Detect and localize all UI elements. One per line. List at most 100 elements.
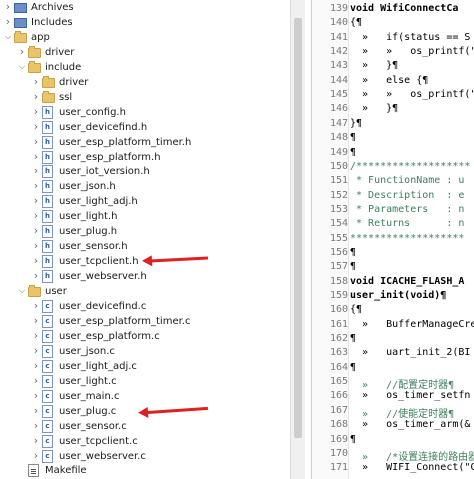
code-line[interactable]: » //使能定时器¶ <box>350 408 455 420</box>
code-line[interactable]: ¶ <box>350 132 357 144</box>
code-line[interactable]: » /*设置连接的路由器*/ <box>362 451 474 463</box>
tree-item[interactable]: ⌵user <box>0 283 290 300</box>
code-line[interactable]: » //配置定时器¶ <box>350 380 455 392</box>
code-line[interactable]: » if(status == S <box>350 31 471 43</box>
code-line[interactable]: ¶ <box>350 361 357 373</box>
code-line[interactable]: » uart_init_2(BI <box>350 347 471 359</box>
tree-item[interactable]: ⌵include <box>0 59 290 76</box>
chevron-right-icon[interactable]: › <box>33 164 39 178</box>
chevron-right-icon[interactable]: › <box>33 254 39 268</box>
code-line[interactable]: * Description : e <box>350 189 465 201</box>
chevron-down-icon[interactable]: ⌵ <box>18 286 26 296</box>
chevron-right-icon[interactable]: › <box>33 343 39 357</box>
chevron-right-icon[interactable]: › <box>33 388 39 402</box>
code-line[interactable]: }¶ <box>350 117 363 129</box>
chevron-right-icon[interactable]: › <box>33 224 39 238</box>
code-line[interactable]: /******************* <box>350 160 471 172</box>
chevron-right-icon[interactable]: › <box>33 134 39 148</box>
chevron-right-icon[interactable]: › <box>33 373 39 387</box>
tree-item[interactable]: ›Archives <box>0 0 290 16</box>
code-line[interactable]: * Parameters : n <box>350 203 465 215</box>
chevron-right-icon[interactable]: › <box>5 0 11 13</box>
chevron-right-icon[interactable]: › <box>19 44 25 58</box>
code-line[interactable]: * FunctionName : u <box>350 175 465 187</box>
chevron-right-icon[interactable]: › <box>33 179 39 193</box>
chevron-right-icon[interactable]: › <box>5 14 11 28</box>
code-line[interactable]: » }¶ <box>350 60 399 72</box>
code-line[interactable]: » » os_printf(" <box>350 89 474 101</box>
code-line[interactable]: {¶ <box>350 17 363 29</box>
tree-item[interactable]: ›Includes <box>0 14 290 31</box>
chevron-right-icon[interactable]: › <box>33 418 39 432</box>
tree-item[interactable]: Makefile <box>0 462 290 479</box>
code-line[interactable]: ¶ <box>350 433 357 445</box>
chevron-right-icon[interactable]: › <box>33 299 39 312</box>
chevron-right-icon[interactable]: › <box>33 313 39 327</box>
chevron-down-icon[interactable]: ⌵ <box>4 31 12 41</box>
code-line[interactable]: » BufferManageCre <box>350 318 474 330</box>
chevron-right-icon[interactable]: › <box>33 104 39 118</box>
code-line[interactable]: » os_timer_arm(& <box>350 419 471 431</box>
code-line[interactable]: » else {¶ <box>350 74 429 86</box>
chevron-right-icon[interactable]: › <box>33 433 39 447</box>
chevron-right-icon[interactable]: › <box>33 194 39 208</box>
code-line[interactable]: * Returns : n <box>350 218 465 230</box>
code-line[interactable]: ******************* <box>350 232 465 244</box>
tree-item[interactable]: ›ssl <box>0 89 290 106</box>
code-line[interactable]: » os_timer_setfn <box>350 390 471 402</box>
code-line[interactable]: » » os_printf(" <box>350 46 474 58</box>
chevron-right-icon[interactable]: › <box>33 358 39 372</box>
chevron-right-icon[interactable]: › <box>33 119 39 133</box>
code-line[interactable]: ¶ <box>350 146 357 158</box>
chevron-right-icon[interactable]: › <box>33 149 39 163</box>
chevron-right-icon[interactable]: › <box>33 239 39 253</box>
scrollbar-thumb[interactable] <box>294 18 302 438</box>
header-file-icon: h <box>42 255 53 269</box>
code-line[interactable]: void WifiConnectCa <box>350 3 459 14</box>
code-line[interactable]: {¶ <box>350 304 363 316</box>
chevron-right-icon[interactable]: › <box>33 89 39 103</box>
chevron-right-icon[interactable]: › <box>33 74 39 88</box>
chevron-right-icon[interactable]: › <box>33 269 39 283</box>
code-line[interactable]: » WIFI_Connect("C <box>350 462 474 474</box>
code-line[interactable]: void ICACHE_FLASH_A <box>350 275 465 287</box>
code-line[interactable]: user_init(void)¶ <box>350 290 447 301</box>
tree-item[interactable]: ⌵app <box>0 29 290 46</box>
chevron-right-icon[interactable]: › <box>33 448 39 462</box>
code-line[interactable]: ¶ <box>350 333 357 345</box>
code-line[interactable]: ¶ <box>350 261 357 273</box>
project-explorer-scrollbar[interactable] <box>290 0 305 479</box>
chevron-down-icon[interactable]: ⌵ <box>18 61 26 71</box>
chevron-right-icon[interactable]: › <box>33 209 39 223</box>
code-line[interactable]: ¶ <box>350 246 357 258</box>
tree-item[interactable]: ›driver <box>0 44 290 61</box>
chevron-right-icon[interactable]: › <box>33 328 39 342</box>
code-line[interactable]: » }¶ <box>350 103 399 115</box>
chevron-right-icon[interactable]: › <box>33 403 39 417</box>
tree-item[interactable]: ›driver <box>0 74 290 91</box>
